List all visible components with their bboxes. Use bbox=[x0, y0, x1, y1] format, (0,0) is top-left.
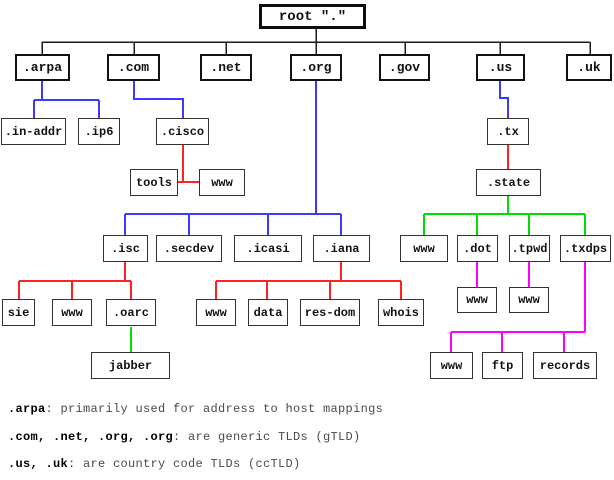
node-secdev: .secdev bbox=[156, 235, 222, 262]
node-state: .state bbox=[476, 169, 541, 196]
edge-iana-children bbox=[215, 262, 402, 300]
node-icasi: .icasi bbox=[234, 235, 302, 262]
node-us: .us bbox=[476, 54, 525, 81]
node-com: .com bbox=[107, 54, 160, 81]
node-ftp: ftp bbox=[482, 352, 523, 379]
node-isc-www: www bbox=[52, 299, 92, 326]
edge-state-children bbox=[423, 196, 586, 236]
edge-cisco-children bbox=[178, 145, 199, 183]
edge-us-tx bbox=[499, 81, 509, 119]
node-res-dom: res-dom bbox=[300, 299, 360, 326]
node-dot-www: www bbox=[457, 287, 497, 313]
node-tpwd: .tpwd bbox=[509, 235, 550, 262]
node-arpa: .arpa bbox=[15, 54, 70, 81]
node-org: .org bbox=[290, 54, 342, 81]
edge-root-tlds bbox=[41, 28, 591, 54]
node-tx: .tx bbox=[487, 118, 529, 145]
node-isc: .isc bbox=[103, 235, 148, 262]
node-records: records bbox=[533, 352, 597, 379]
node-dot: .dot bbox=[457, 235, 498, 262]
node-cisco-www: www bbox=[199, 169, 245, 196]
node-txdps: .txdps bbox=[560, 235, 611, 262]
node-sie: sie bbox=[2, 299, 35, 326]
node-jabber: jabber bbox=[91, 352, 170, 379]
node-data: data bbox=[248, 299, 288, 326]
edge-org-children bbox=[124, 81, 342, 236]
node-in-addr: .in-addr bbox=[1, 118, 66, 145]
node-uk: .uk bbox=[566, 54, 612, 81]
node-oarc: .oarc bbox=[106, 299, 156, 326]
node-gov: .gov bbox=[379, 54, 430, 81]
legend-line-cctld: .us, .uk: are country code TLDs (ccTLD) bbox=[8, 457, 301, 471]
node-tools: tools bbox=[130, 169, 178, 196]
node-iana-www: www bbox=[196, 299, 236, 326]
legend-term-arpa: .arpa bbox=[8, 402, 46, 416]
legend-desc-gtld: : are generic TLDs (gTLD) bbox=[173, 430, 361, 444]
legend-line-arpa: .arpa: primarily used for address to hos… bbox=[8, 402, 383, 416]
node-root: root "." bbox=[259, 4, 366, 29]
node-ip6: .ip6 bbox=[78, 118, 120, 145]
edge-com-cisco bbox=[133, 81, 184, 119]
legend-desc-arpa: : primarily used for address to host map… bbox=[45, 402, 384, 416]
legend-line-gtld: .com, .net, .org, .org: are generic TLDs… bbox=[8, 430, 361, 444]
edge-isc-children bbox=[18, 262, 132, 300]
node-txdps-www: www bbox=[430, 352, 473, 379]
edge-arpa-children bbox=[33, 81, 100, 119]
node-state-www: www bbox=[400, 235, 448, 262]
legend-term-gtld: .com, .net, .org, .org bbox=[8, 430, 174, 444]
node-tpwd-www: www bbox=[509, 287, 549, 313]
node-whois: whois bbox=[378, 299, 424, 326]
node-cisco: .cisco bbox=[156, 118, 209, 145]
node-net: .net bbox=[200, 54, 252, 81]
edge-txdps-children bbox=[450, 262, 586, 353]
node-iana: .iana bbox=[313, 235, 370, 262]
legend-desc-cctld: : are country code TLDs (ccTLD) bbox=[68, 457, 301, 471]
legend-term-cctld: .us, .uk bbox=[8, 457, 69, 471]
